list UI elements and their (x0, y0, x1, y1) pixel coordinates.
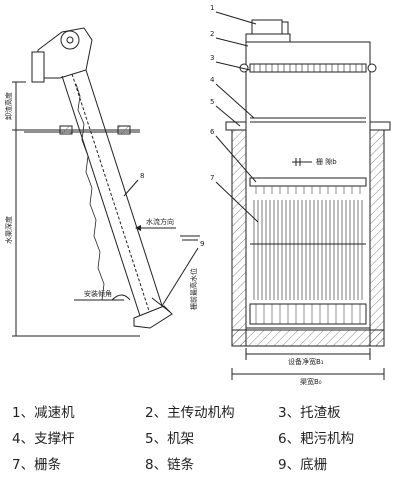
bottom-grid (133, 305, 173, 329)
legend-row: 1、减速机 2、主传动机构 3、托渣板 (12, 398, 412, 424)
callout-5: 5 (210, 98, 214, 106)
discharge-chute (31, 51, 45, 83)
legend-row: 4、支撑杆 5、机架 6、耙污机构 (12, 424, 412, 450)
legend-row: 7、栅条 8、链条 9、底栅 (12, 450, 412, 476)
legend-item-reducer: 1、减速机 (12, 405, 75, 421)
label-install-angle: 安装倾角 (84, 289, 112, 298)
channel-floor (231, 329, 385, 347)
top-teeth (253, 64, 363, 72)
label-device-width: 设备净宽B₁ (288, 357, 324, 366)
callout-4: 4 (210, 76, 215, 84)
legend-item-debris-plate: 3、托渣板 (278, 405, 341, 421)
grid-bars (253, 200, 363, 300)
callout-6: 6 (210, 128, 215, 136)
legend-item-support-bar: 4、支撑杆 (12, 431, 75, 447)
chain-line (75, 83, 105, 301)
label-bar-gap: 栅 隙b (316, 157, 337, 166)
front-view (215, 11, 391, 380)
technical-drawing: 卸渣高度 水渠深度 水流方向 安装倾角 栅前最高水位 8 9 (4, 4, 391, 386)
legend-item-rake: 6、耙污机构 (278, 431, 355, 447)
legend-item-grid-bars: 7、栅条 (12, 457, 62, 473)
callout-2: 2 (210, 30, 214, 38)
label-grid-max-level: 栅前最高水位 (189, 268, 198, 310)
callout-1: 1 (210, 4, 214, 12)
legend-item-chain: 8、链条 (145, 457, 195, 473)
install-angle-arc (111, 294, 131, 301)
legend-item-frame: 5、机架 (145, 431, 195, 447)
label-channel-width: 渠宽B₀ (300, 377, 322, 386)
side-view (12, 27, 200, 337)
callout-8: 8 (140, 172, 144, 180)
legend-item-main-drive: 2、主传动机构 (145, 405, 235, 421)
callout-3: 3 (210, 54, 214, 62)
label-dump-height: 卸渣高度 (4, 92, 13, 120)
callout-7: 7 (210, 174, 214, 182)
legend-item-bottom-grid: 9、底栅 (278, 457, 328, 473)
rake-mechanism (249, 177, 367, 187)
label-water-depth: 水渠深度 (4, 216, 13, 244)
frame-rail-outer (61, 75, 143, 323)
callout-9: 9 (200, 240, 204, 248)
label-flow-direction: 水流方向 (146, 217, 174, 226)
right-channel-wall (369, 129, 385, 347)
parts-legend: 1、减速机 2、主传动机构 3、托渣板 4、支撑杆 5、机架 6、耙污机构 7、… (12, 398, 412, 476)
